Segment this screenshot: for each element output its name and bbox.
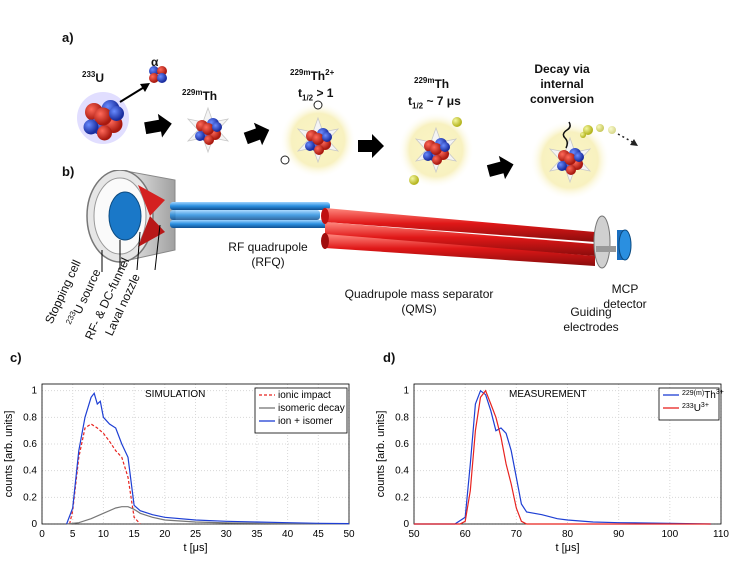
x-tick-label: 25 <box>190 529 202 540</box>
decay-chain-diagram <box>77 66 638 200</box>
y-tick-label: 0.6 <box>23 439 37 450</box>
x-tick-label: 35 <box>251 529 263 540</box>
chain-arrow-2 <box>243 122 270 146</box>
alpha-particle <box>149 66 167 83</box>
x-axis-label: t [μs] <box>183 542 207 554</box>
qms-rods <box>321 208 595 266</box>
y-tick-label: 0 <box>403 519 409 530</box>
chain-arrow-3 <box>358 134 384 158</box>
panel-label-b: b) <box>62 164 75 179</box>
x-axis-label: t [μs] <box>555 542 579 554</box>
decay-label: Decay via internal conversion <box>530 62 595 106</box>
half-life-2plus: t1/2 > 1 <box>298 86 334 103</box>
x-tick-label: 100 <box>661 529 678 540</box>
panel-label-d: d) <box>383 350 396 365</box>
y-tick-label: 1 <box>403 386 409 397</box>
chain-arrow-1 <box>144 113 172 138</box>
panel-label-a: a) <box>62 30 74 45</box>
y-tick-label: 0 <box>31 519 37 530</box>
th229m-nucleus <box>187 107 229 153</box>
y-tick-label: 1 <box>31 386 37 397</box>
y-tick-label: 0.4 <box>395 466 409 477</box>
half-life-isomer: t1/2 ~ 7 μs <box>408 94 461 111</box>
x-tick-label: 10 <box>98 529 110 540</box>
x-tick-label: 50 <box>343 529 355 540</box>
rfq-label: RF quadrupole(RFQ) <box>228 240 308 269</box>
y-axis-label: counts [arb. units] <box>3 411 15 498</box>
rfq-rods <box>170 202 330 228</box>
u233-source-disk <box>108 191 142 241</box>
th229m-label-1: 229mTh <box>182 88 218 103</box>
mcp-detector <box>617 229 632 261</box>
x-tick-label: 60 <box>460 529 472 540</box>
source-pointer-arrows <box>101 224 161 272</box>
stopping-cell <box>86 170 176 263</box>
y-tick-label: 0.8 <box>395 412 409 423</box>
series-line-2 <box>66 392 350 525</box>
series-line-0 <box>69 423 141 525</box>
y-tick-label: 0.4 <box>23 466 37 477</box>
x-tick-label: 30 <box>221 529 233 540</box>
y-tick-label: 0.8 <box>23 412 37 423</box>
internal-conversion-atom <box>530 120 638 200</box>
chart-title: SIMULATION <box>145 389 205 400</box>
experimental-setup-diagram <box>86 170 632 272</box>
th229m-label-3: 229mTh <box>414 76 450 91</box>
u233-label: 233U <box>82 70 105 85</box>
x-tick-label: 90 <box>613 529 625 540</box>
x-tick-label: 45 <box>313 529 325 540</box>
qms-label: Quadrupole mass separator(QMS) <box>344 287 494 316</box>
x-tick-label: 80 <box>562 529 574 540</box>
x-tick-label: 70 <box>511 529 523 540</box>
measurement-chart: 50 60 70 80 90 100 110 0 0.2 0.4 0.6 0.8 1 MEASUREMEN… <box>375 383 729 554</box>
x-tick-label: 20 <box>159 529 171 540</box>
simulation-chart: 0 5 10 15 20 25 30 35 40 45 50 0 0.2 0.4 0.6 0.8 1 SIMULA… <box>3 383 355 554</box>
panel-label-c: c) <box>10 350 22 365</box>
legend-label: 233U3+ <box>682 402 709 414</box>
legend-label: isomeric decay <box>278 403 345 414</box>
legend-box <box>658 387 720 421</box>
y-tick-label: 0.2 <box>23 492 37 503</box>
legend-label: 229(m)Th3+ <box>682 389 724 401</box>
series-line-1 <box>66 506 350 525</box>
y-tick-label: 0.2 <box>395 492 409 503</box>
x-tick-label: 110 <box>713 529 729 540</box>
y-axis-label: counts [arb. units] <box>375 411 387 498</box>
x-tick-label: 50 <box>408 529 420 540</box>
series-line-0 <box>414 389 711 525</box>
chain-arrow-4 <box>486 155 514 180</box>
u233-nucleus <box>77 92 129 144</box>
guiding-electrode <box>593 215 616 269</box>
x-tick-label: 0 <box>39 529 45 540</box>
y-tick-label: 0.6 <box>395 439 409 450</box>
alpha-arrow <box>119 85 147 103</box>
th229m-ion-isomer <box>398 112 474 188</box>
th229m-ion-2plus <box>280 100 356 178</box>
th229m-2plus-label: 229mTh2+ <box>290 68 335 83</box>
chart-title: MEASUREMENT <box>509 389 587 400</box>
plot-frame <box>41 383 350 525</box>
x-tick-label: 15 <box>129 529 141 540</box>
series-line-1 <box>414 389 711 525</box>
alpha-label: α <box>151 55 159 69</box>
legend-label: ion + isomer <box>278 416 333 427</box>
legend-label: ionic impact <box>278 390 331 401</box>
x-tick-label: 40 <box>282 529 294 540</box>
x-tick-label: 5 <box>70 529 76 540</box>
